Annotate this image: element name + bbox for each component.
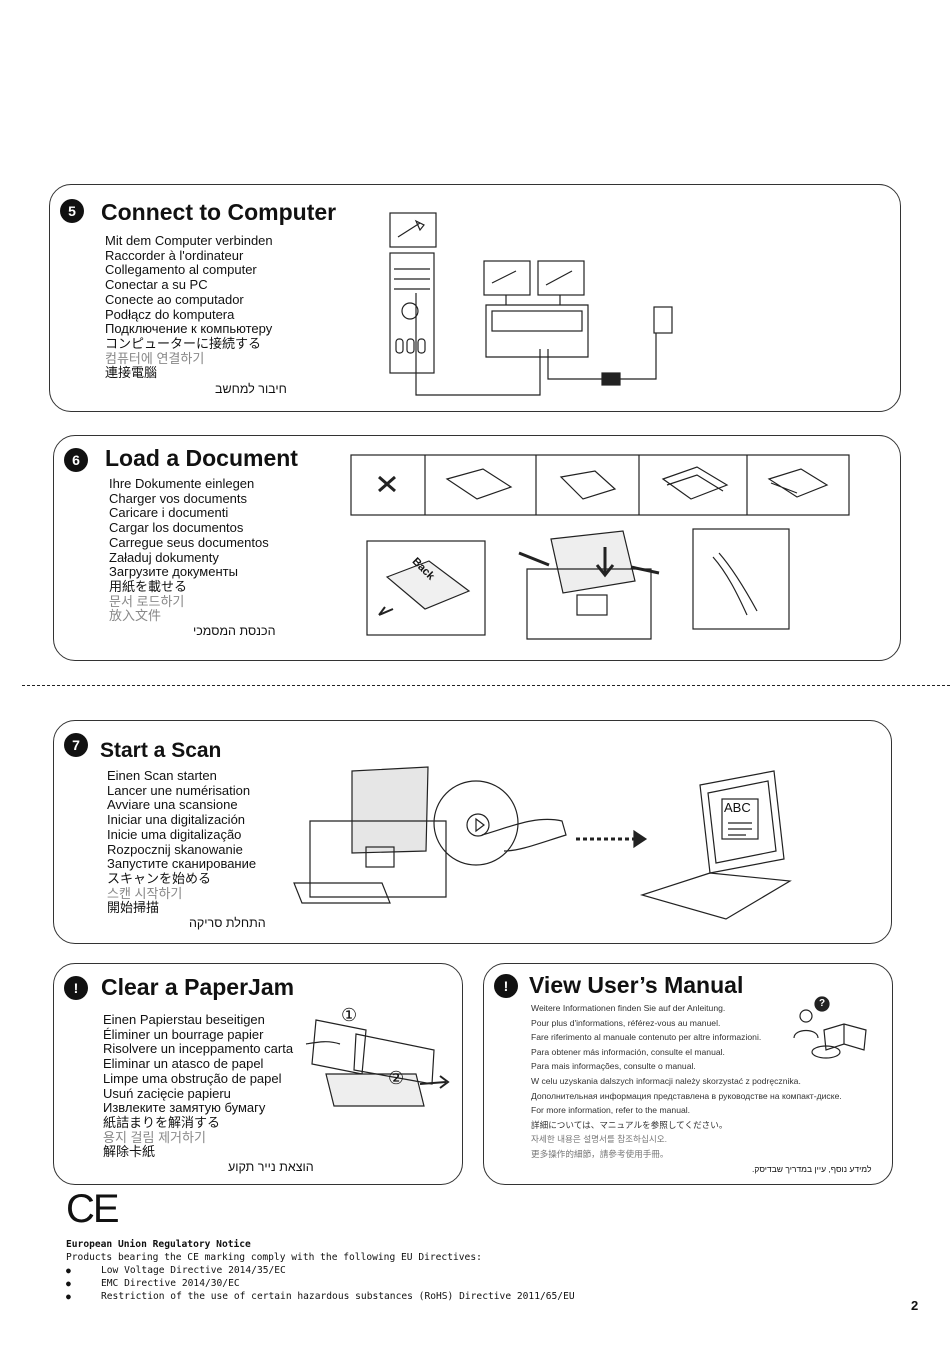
paper-types-illustration	[350, 454, 850, 516]
language-item: 문서 로드하기	[109, 593, 185, 609]
language-item: Загрузите документы	[109, 564, 238, 580]
language-item: 스캔 시작하기	[107, 885, 183, 901]
language-item: 解除卡紙	[103, 1144, 156, 1160]
scan-title: Start a Scan	[100, 739, 222, 762]
language-item: 자세한 내용은 설명서를 참조하십시오.	[531, 1134, 668, 1145]
language-item: 開始掃描	[107, 900, 160, 916]
manual-title: View User’s Manual	[529, 972, 744, 998]
jam-hebrew: הוצאת נייר תקוע	[228, 1160, 314, 1174]
question-mark-icon: ?	[819, 998, 826, 1009]
language-item: Éliminer un bourrage papier	[103, 1026, 264, 1042]
page-number: 2	[911, 1298, 919, 1313]
ce-mark: CE	[66, 1187, 120, 1231]
language-item: 紙詰まりを解消する	[103, 1114, 221, 1130]
language-item: Risolvere un inceppamento carta	[103, 1041, 294, 1057]
jam-step-2: ②	[388, 1068, 405, 1088]
language-item: Avviare una scansione	[107, 797, 238, 813]
regulatory-title: European Union Regulatory Notice	[66, 1239, 251, 1250]
language-item: Limpe uma obstrução de papel	[103, 1070, 282, 1086]
language-item: Usuń zacięcie papieru	[103, 1085, 231, 1101]
load-panel: 6 Load a Document Ihre Dokumente einlege…	[53, 435, 901, 661]
language-item: 용지 걸림 제거하기	[103, 1129, 206, 1145]
language-item: Collegamento al computer	[105, 262, 257, 278]
load-language-list: Ihre Dokumente einlegen Charger vos docu…	[109, 476, 269, 624]
language-item: 詳細については、マニュアルを参照してください。	[531, 1119, 728, 1130]
language-item: 用紙を載せる	[109, 578, 188, 594]
connect-panel: 5 Connect to Computer Mit dem Computer v…	[49, 184, 901, 412]
language-item: Conecte ao computador	[105, 291, 244, 307]
language-item: 更多操作的細節，請參考使用手冊。	[531, 1148, 669, 1159]
load-hebrew: הכנסת המסמכי	[193, 624, 276, 638]
language-item: Lancer une numérisation	[107, 782, 251, 798]
language-item: Запустите сканирование	[107, 856, 257, 872]
language-item: Caricare i documenti	[109, 505, 229, 521]
language-item: Pour plus d'informations, référez-vous a…	[531, 1017, 721, 1028]
jam-step-1: ①	[341, 1005, 358, 1025]
cut-divider	[22, 685, 950, 686]
regulatory-notice: European Union Regulatory Notice Product…	[66, 1238, 575, 1303]
manual-hebrew: למידע נוסף, עיין במדריך שבדיסק.	[752, 1164, 872, 1174]
directive-list: Low Voltage Directive 2014/35/EC EMC Dir…	[66, 1264, 575, 1303]
language-item: Подключение к компьютеру	[105, 321, 273, 337]
step-badge-7: 7	[64, 733, 88, 757]
language-item: Para obtener más información, consulte e…	[531, 1046, 725, 1057]
language-item: W celu uzyskania dalszych informacji nal…	[531, 1075, 801, 1086]
directive-item: Low Voltage Directive 2014/35/EC	[66, 1264, 575, 1277]
load-title: Load a Document	[105, 445, 298, 471]
language-item: 連接電腦	[105, 365, 158, 381]
language-item: Mit dem Computer verbinden	[105, 233, 273, 248]
step-badge-5: 5	[60, 199, 84, 223]
language-item: Iniciar una digitalización	[107, 812, 246, 828]
manual-panel: ! View User’s Manual Weitere Information…	[483, 963, 893, 1185]
directive-item: Restriction of the use of certain hazard…	[66, 1290, 575, 1303]
connect-illustration	[389, 212, 673, 396]
language-item: Inicie uma digitalização	[107, 826, 242, 842]
load-scanner-illustration	[366, 528, 790, 640]
manual-language-list: Weitere Informationen finden Sie auf der…	[531, 1001, 842, 1162]
language-item: Raccorder à l'ordinateur	[105, 247, 244, 263]
language-item: Cargar los documentos	[109, 520, 244, 536]
jam-panel: ! Clear a PaperJam Einen Papierstau bese…	[53, 963, 463, 1185]
language-item: 컴퓨터에 연결하기	[105, 350, 205, 366]
language-item: Einen Scan starten	[107, 768, 217, 783]
regulatory-intro: Products bearing the CE marking comply w…	[66, 1252, 482, 1263]
scan-hebrew: התחלת סריקה	[189, 916, 266, 930]
directive-item: EMC Directive 2014/30/EC	[66, 1277, 575, 1290]
language-item: Podłącz do komputera	[105, 306, 235, 322]
language-item: Para mais informações, consulte o manual…	[531, 1061, 696, 1072]
connect-title: Connect to Computer	[101, 199, 337, 225]
language-item: コンピューターに接続する	[105, 335, 262, 351]
language-item: Eliminar un atasco de papel	[103, 1056, 264, 1072]
language-item: Weitere Informationen finden Sie auf der…	[531, 1003, 726, 1013]
scan-panel: 7 Start a Scan Einen Scan starten Lancer…	[53, 720, 892, 944]
language-item: Fare riferimento al manuale contenuto pe…	[531, 1032, 762, 1043]
jam-title: Clear a PaperJam	[101, 974, 295, 1000]
scan-language-list: Einen Scan starten Lancer une numérisati…	[107, 768, 257, 916]
scan-illustration	[293, 766, 792, 920]
language-item: Einen Papierstau beseitigen	[103, 1012, 265, 1027]
language-item: Ihre Dokumente einlegen	[109, 476, 255, 491]
language-item: スキャンを始める	[107, 870, 212, 886]
connect-hebrew: חיבור למחשב	[215, 382, 287, 396]
warning-icon: !	[494, 974, 518, 998]
language-item: Charger vos documents	[109, 490, 248, 506]
language-item: Дополнительная информация представлена в…	[531, 1090, 842, 1101]
language-item: Извлеките замятую бумагу	[103, 1100, 266, 1116]
language-item: For more information, refer to the manua…	[531, 1105, 691, 1116]
jam-illustration	[305, 1019, 450, 1107]
reading-user-icon	[793, 996, 867, 1059]
warning-icon: !	[64, 976, 88, 1000]
language-item: Rozpocznij skanowanie	[107, 841, 243, 857]
connect-language-list: Mit dem Computer verbinden Raccorder à l…	[105, 233, 273, 381]
language-item: 放入文件	[109, 608, 162, 624]
language-item: Conectar a su PC	[105, 277, 208, 293]
language-item: Carregue seus documentos	[109, 534, 269, 550]
step-badge-6: 6	[64, 448, 88, 472]
jam-language-list: Einen Papierstau beseitigen Éliminer un …	[103, 1012, 294, 1160]
laptop-screen-text: ABC	[724, 800, 751, 815]
language-item: Załaduj dokumenty	[109, 549, 219, 565]
